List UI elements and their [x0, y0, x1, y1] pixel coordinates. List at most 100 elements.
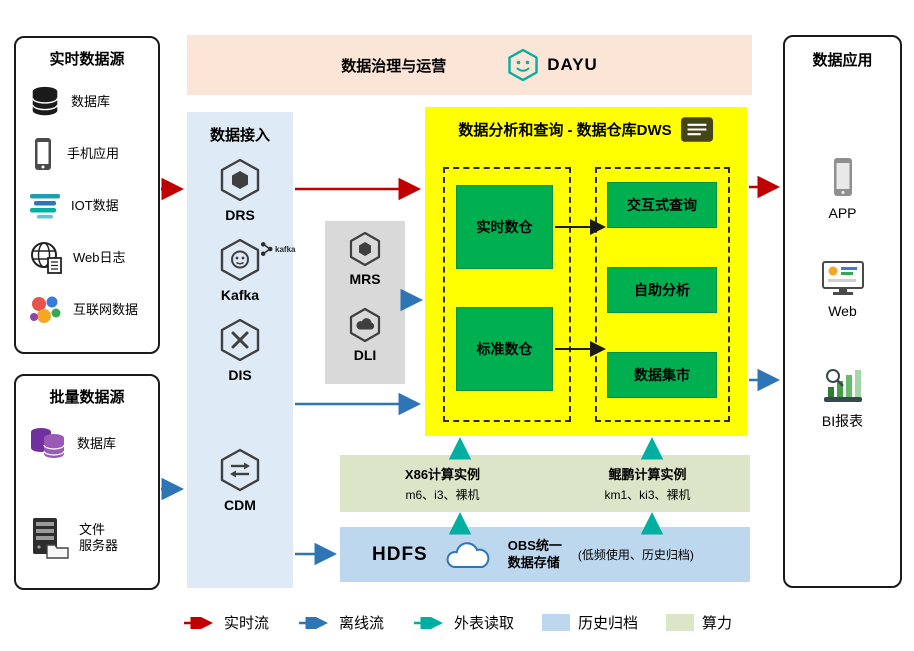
compute-x86: X86计算实例 m6、i3、裸机 [340, 455, 545, 512]
source-item-label: 手机应用 [67, 145, 120, 161]
legend-item-realtime-flow: 实时流 [182, 612, 269, 633]
application-item-label: APP [828, 205, 857, 221]
ingestion-item-kafka: kafka Kafka [187, 237, 295, 303]
legend-item-external-read: 外表读取 [412, 612, 514, 633]
application-item-app: APP [785, 155, 900, 221]
ingestion-item-label: CDM [224, 497, 256, 513]
cdm-icon [220, 448, 260, 492]
dws-warehouse-standard: 标准数仓 [456, 307, 553, 391]
dli-icon [349, 307, 381, 343]
dws-document-icon [680, 117, 713, 142]
legend-label: 实时流 [223, 615, 269, 632]
web-log-icon [31, 242, 62, 274]
source-item-label: 数据库 [77, 435, 117, 451]
dws-service-data-mart: 数据集市 [607, 352, 717, 398]
middleware-item-label: MRS [349, 271, 381, 287]
obs-cloud-icon [446, 541, 490, 568]
database-icon [32, 86, 58, 116]
file-server-icon [33, 518, 69, 559]
applications-title: 数据应用 [812, 52, 873, 69]
kafka-icon [220, 238, 260, 282]
dws-service-self-analysis: 自助分析 [607, 267, 717, 313]
compute-kunpeng-spec: km1、ki3、裸机 [604, 488, 691, 502]
storage-panel: HDFS OBS统一 数据存储 (低频使用、历史归档) [340, 527, 750, 582]
compute-kunpeng: 鲲鹏计算实例 km1、ki3、裸机 [545, 455, 750, 512]
middleware-panel: MRS DLI [325, 221, 405, 384]
source-item-label: 文件 服务器 [79, 521, 119, 553]
batch-sources-title: 批量数据源 [49, 389, 125, 406]
legend-item-offline-flow: 离线流 [297, 612, 384, 633]
compute-x86-title: X86计算实例 [404, 467, 481, 482]
compute-x86-spec: m6、i3、裸机 [405, 488, 480, 502]
source-item-mobile-app: 手机应用 [28, 130, 154, 178]
bi-report-icon [823, 369, 862, 402]
legend-item-compute: 算力 [666, 612, 732, 633]
dws-warehouse-realtime: 实时数仓 [456, 185, 553, 269]
compute-color-swatch [666, 614, 695, 631]
ingestion-panel: 数据接入 DRS [187, 112, 295, 588]
kafka-logo-text: kafka [275, 244, 296, 254]
archive-color-swatch [542, 614, 570, 631]
ingestion-item-cdm: CDM [187, 447, 293, 513]
dayu-icon [508, 48, 538, 82]
batch-sources-panel: 批量数据源 数据库 文件 服务器 [14, 374, 160, 590]
dws-panel: 数据分析和查询 - 数据仓库DWS 实时数仓 标准数仓 交互式查询 自助分析 数… [425, 107, 747, 436]
source-item-web-log: Web日志 [28, 234, 154, 282]
dayu-logo: DAYU [506, 48, 598, 82]
legend-label: 历史归档 [578, 615, 639, 632]
dis-icon [220, 318, 260, 362]
source-item-database: 数据库 [28, 78, 154, 126]
ingestion-item-drs: DRS [187, 157, 293, 223]
governance-title: 数据治理与运营 [341, 57, 447, 75]
legend-label: 算力 [702, 615, 733, 632]
middleware-item-dli: DLI [325, 307, 405, 363]
source-item-database-batch: 数据库 [28, 418, 154, 470]
dayu-product-name: DAYU [547, 55, 598, 74]
dws-title-row: 数据分析和查询 - 数据仓库DWS [425, 107, 747, 143]
applications-panel: 数据应用 APP Web [783, 35, 902, 588]
middleware-item-mrs: MRS [325, 231, 405, 287]
application-item-label: Web [828, 303, 857, 319]
ingestion-item-dis: DIS [187, 317, 293, 383]
hdfs-label: HDFS [372, 543, 428, 565]
dws-title: 数据分析和查询 - 数据仓库DWS [458, 122, 672, 139]
compute-kunpeng-title: 鲲鹏计算实例 [608, 467, 687, 482]
kafka-logo-icon [260, 242, 273, 256]
iot-icon [30, 194, 60, 219]
application-item-label: BI报表 [821, 413, 864, 429]
legend-item-archive: 历史归档 [542, 612, 638, 633]
ingestion-item-label: Kafka [220, 287, 260, 303]
compute-panel: X86计算实例 m6、i3、裸机 鲲鹏计算实例 km1、ki3、裸机 [340, 455, 750, 512]
obs-storage-title: OBS统一 数据存储 [507, 537, 562, 570]
legend: 实时流 离线流 外表读取 历史归档 算力 [0, 612, 914, 633]
ingestion-title: 数据接入 [209, 127, 270, 144]
application-item-bi: BI报表 [785, 365, 900, 431]
source-item-iot: IOT数据 [28, 182, 154, 230]
internet-data-icon [30, 296, 61, 323]
source-item-label: Web日志 [73, 249, 126, 265]
source-item-label: IOT数据 [71, 197, 119, 213]
database-purple-icon [31, 428, 65, 458]
source-item-label: 互联网数据 [73, 301, 139, 317]
dws-service-interactive-query: 交互式查询 [607, 182, 717, 228]
drs-icon [220, 158, 260, 202]
obs-storage-note: (低频使用、历史归档) [577, 548, 694, 562]
source-item-internet-data: 互联网数据 [28, 286, 154, 334]
kafka-logo: kafka [259, 240, 295, 258]
source-item-file-server: 文件 服务器 [28, 508, 154, 568]
source-item-label: 数据库 [71, 93, 111, 109]
governance-banner: 数据治理与运营 DAYU [187, 35, 752, 95]
realtime-flow-arrow-sample [183, 616, 213, 629]
legend-label: 离线流 [338, 615, 384, 632]
dws-service-group [595, 167, 730, 422]
ingestion-item-label: DRS [225, 207, 255, 223]
dws-warehouse-group [443, 167, 571, 422]
mrs-icon [349, 231, 381, 267]
realtime-sources-title: 实时数据源 [49, 51, 125, 68]
external-read-arrow-sample [413, 616, 443, 629]
app-icon [833, 158, 852, 196]
realtime-sources-panel: 实时数据源 数据库 手机应用 IOT数据 [14, 36, 160, 354]
phone-icon [35, 138, 51, 170]
legend-label: 外表读取 [453, 615, 514, 632]
